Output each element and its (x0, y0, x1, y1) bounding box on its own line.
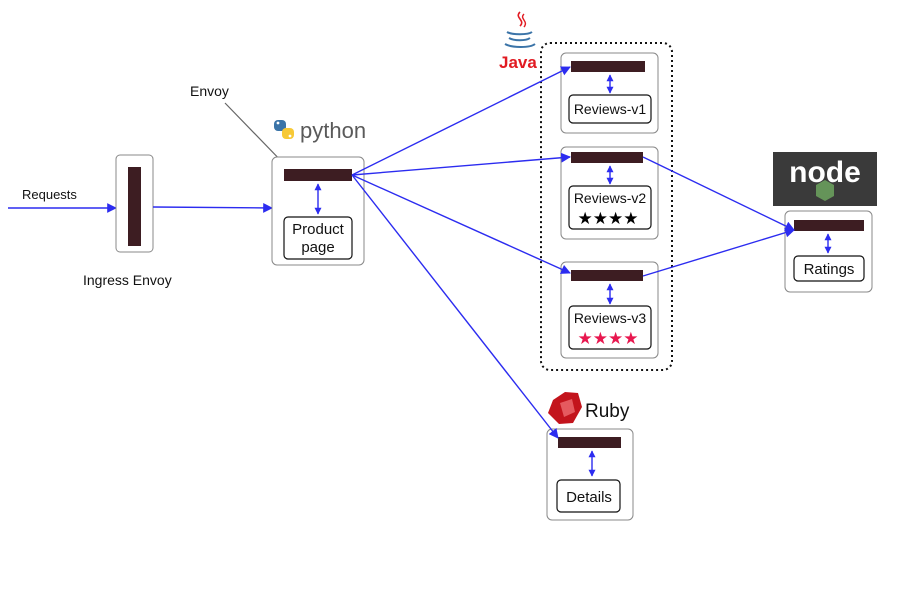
ingress-envoy-node (115, 154, 154, 253)
reviews-v2-to-ratings-arrow (642, 156, 795, 231)
reviews-v2-stars: ★★★★ (578, 209, 639, 228)
productpage-service: Product page (271, 156, 365, 266)
reviews-v3-stars: ★★★★ (578, 329, 639, 348)
ratings-proxy-bar (794, 220, 864, 231)
reviews-v1-service: Reviews-v1 (560, 52, 659, 134)
productpage-to-reviews-v1-arrow (351, 66, 571, 176)
reviews-v1-proxy-bar (571, 61, 645, 72)
nodejs-logo-icon: node (773, 152, 877, 206)
reviews-v3-to-ratings-arrow (642, 227, 795, 277)
ruby-logo-icon (548, 392, 582, 424)
reviews-v3-service: Reviews-v3 ★★★★ (560, 261, 659, 359)
ingress-envoy-label: Ingress Envoy (83, 272, 172, 288)
ingress-proxy-bar (128, 167, 141, 246)
reviews-v2-proxy-bar (571, 152, 643, 163)
python-label: python (300, 118, 366, 143)
productpage-label-line2: page (301, 239, 334, 256)
ratings-service: Ratings (784, 210, 873, 293)
productpage-to-details-arrow (351, 174, 559, 439)
java-label: Java (499, 53, 537, 72)
reviews-v3-proxy-bar (571, 270, 643, 281)
reviews-v2-service: Reviews-v2 ★★★★ (560, 146, 659, 240)
envoy-label: Envoy (190, 83, 229, 99)
reviews-v2-label: Reviews-v2 (574, 190, 647, 206)
productpage-label-line1: Product (292, 221, 345, 238)
productpage-proxy-bar (284, 169, 352, 181)
details-label: Details (566, 489, 612, 506)
details-service: Details (546, 428, 634, 521)
reviews-group-boundary (540, 42, 673, 371)
ruby-label: Ruby (585, 401, 630, 422)
details-proxy-bar (558, 437, 621, 448)
reviews-v1-label: Reviews-v1 (574, 101, 647, 117)
productpage-to-reviews-v2-arrow (351, 152, 571, 176)
reviews-v3-label: Reviews-v3 (574, 310, 647, 326)
productpage-to-reviews-v3-arrow (351, 174, 571, 274)
java-logo-icon (504, 11, 536, 48)
ingress-to-productpage-arrow (152, 203, 273, 213)
nodejs-label: node (789, 156, 861, 189)
ratings-label: Ratings (804, 261, 855, 278)
requests-label: Requests (22, 187, 77, 202)
python-logo-icon (274, 120, 294, 139)
